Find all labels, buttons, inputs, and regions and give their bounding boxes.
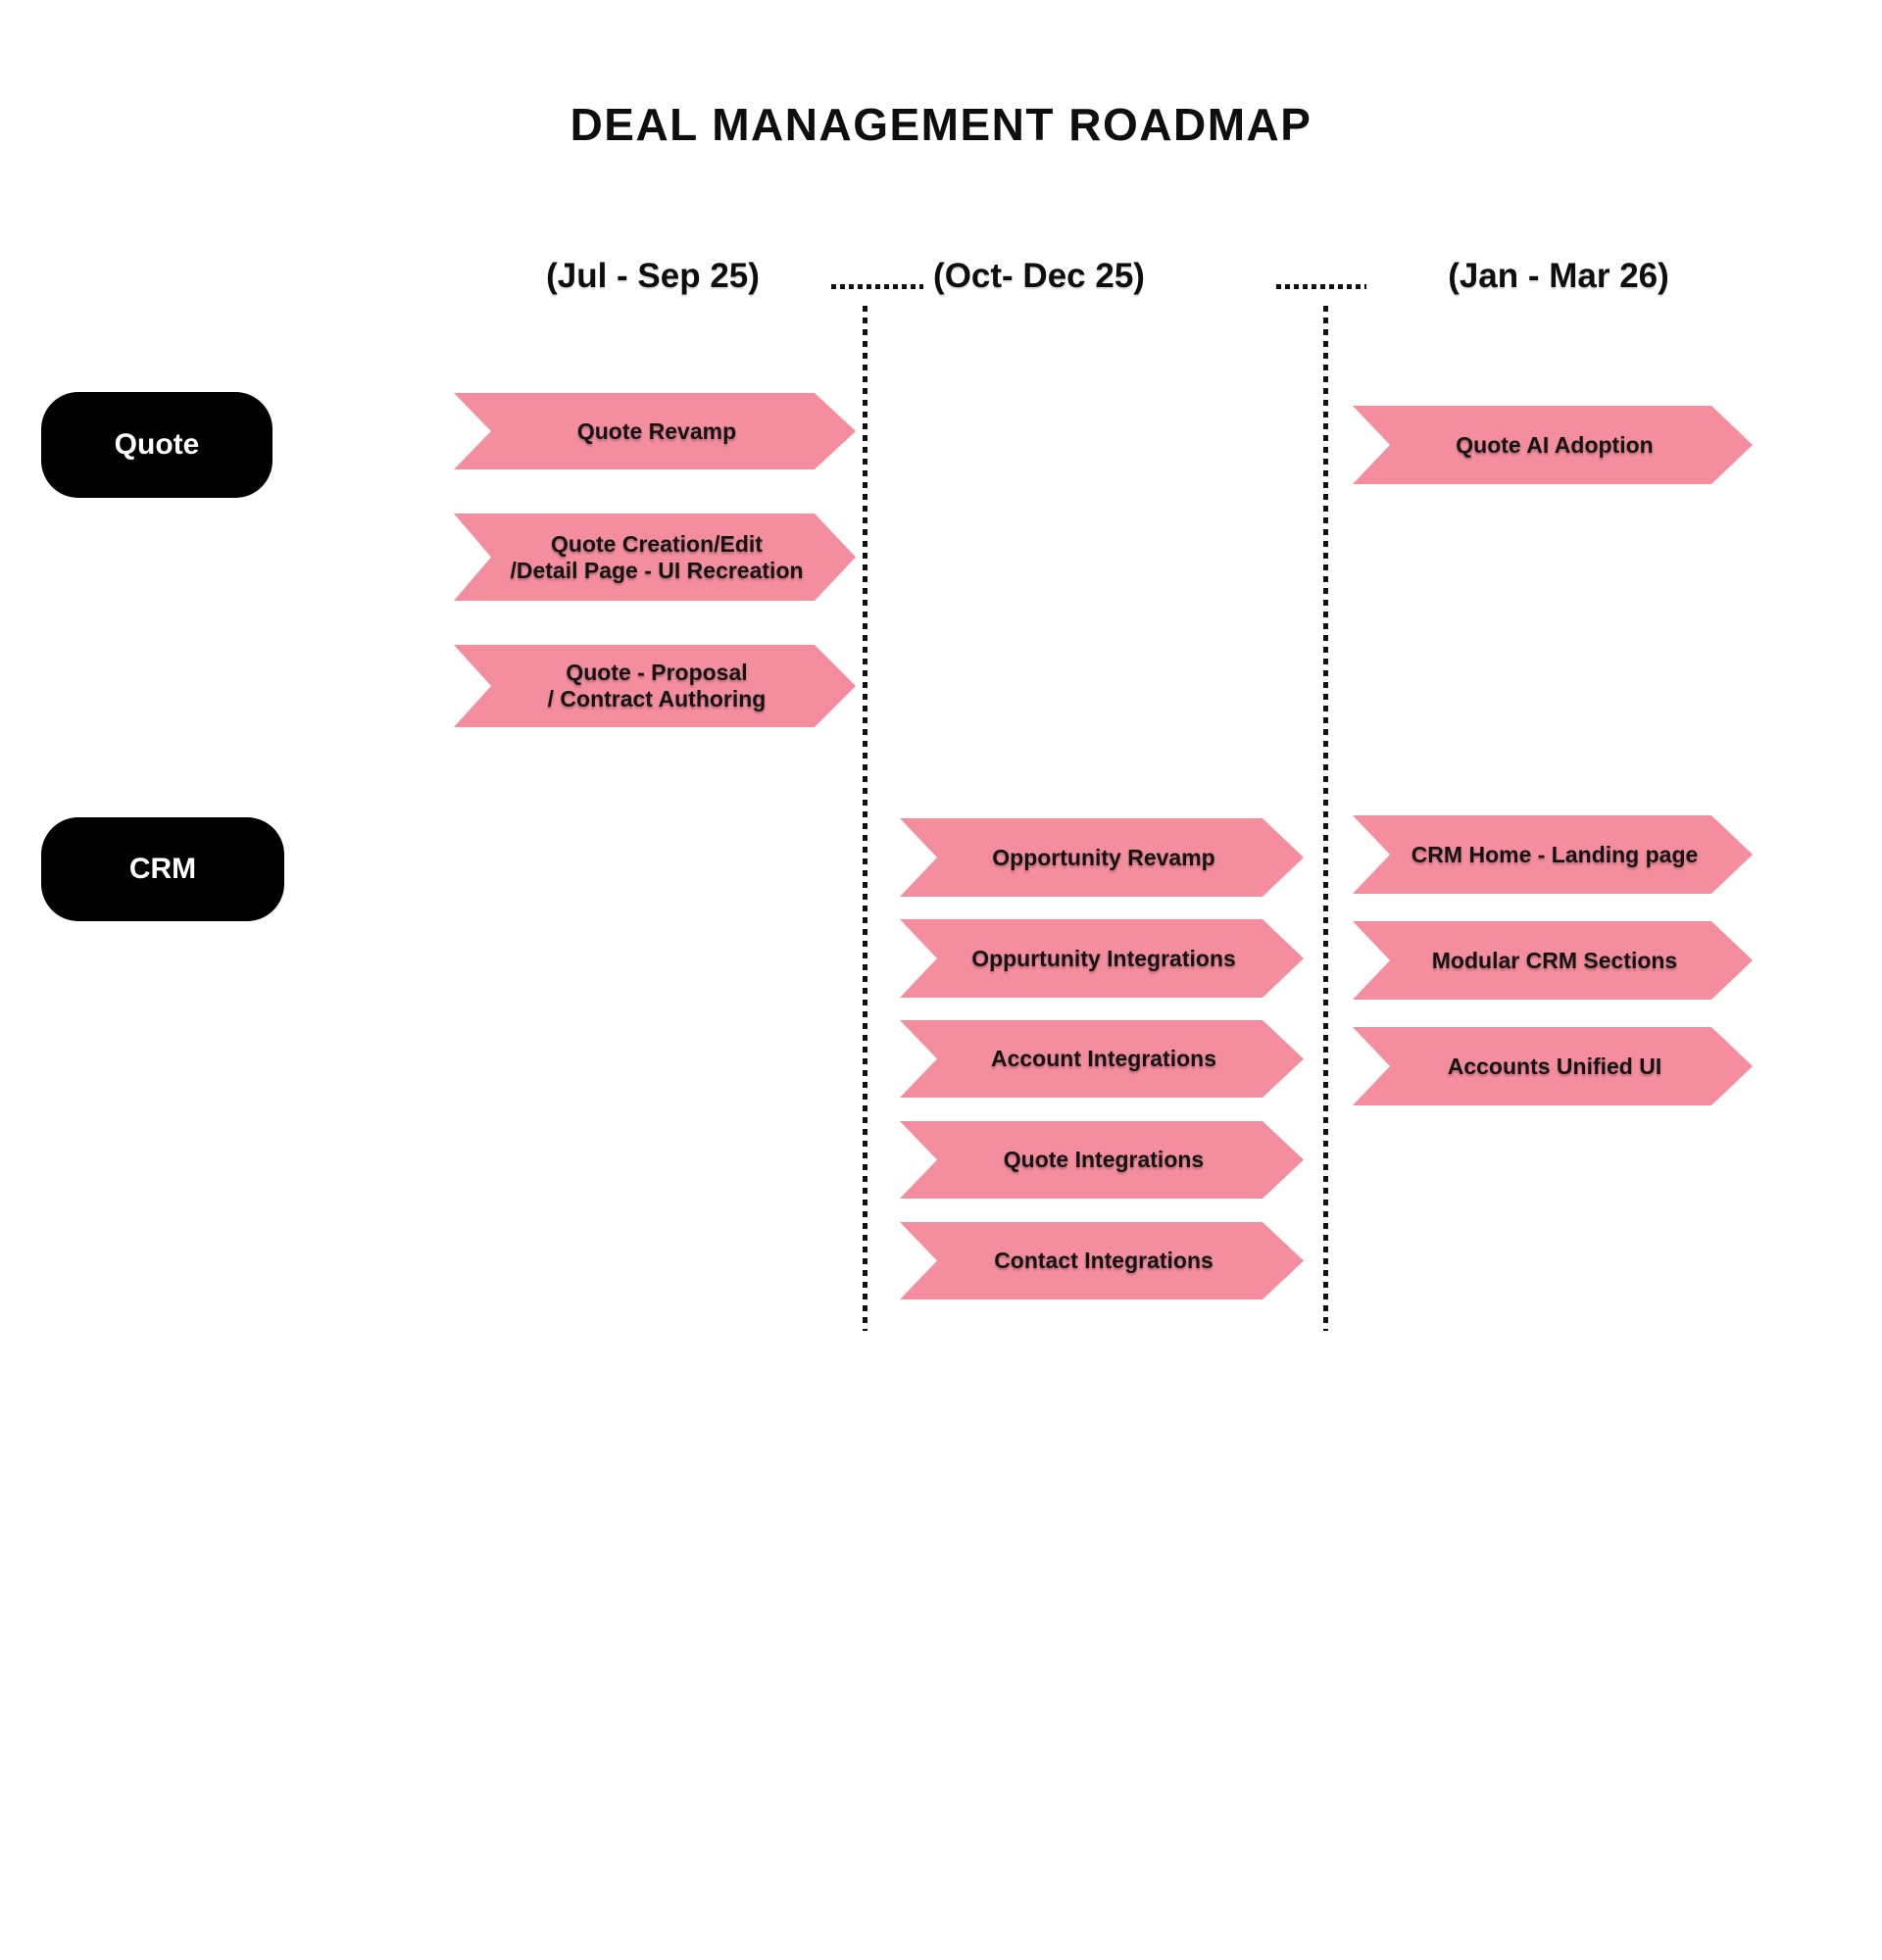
lane-label-quote: Quote: [114, 428, 200, 461]
dotted-connector-1: [831, 284, 923, 289]
task-arrow-accounts-unified-ui: Accounts Unified UI: [1353, 1027, 1753, 1105]
task-arrow-quote-proposal-contract: Quote - Proposal / Contract Authoring: [454, 645, 856, 727]
task-arrow-quote-ai-adoption: Quote AI Adoption: [1353, 406, 1753, 484]
task-label: Quote - Proposal: [566, 660, 748, 685]
dotted-connector-2: [1276, 284, 1366, 289]
task-arrow-contact-integrations: Contact Integrations: [900, 1222, 1304, 1299]
column-header-q2: (Oct- Dec 25): [933, 257, 1145, 295]
lane-pill-quote: Quote: [41, 392, 272, 498]
task-arrow-opportunity-revamp: Opportunity Revamp: [900, 818, 1304, 897]
task-label: Account Integrations: [990, 1046, 1216, 1071]
column-header-q1: (Jul - Sep 25): [546, 257, 760, 295]
task-label: / Contract Authoring: [547, 686, 767, 711]
page-title: DEAL MANAGEMENT ROADMAP: [570, 99, 1312, 150]
task-arrow-account-integrations: Account Integrations: [900, 1020, 1304, 1098]
task-label: /Detail Page - UI Recreation: [510, 557, 804, 583]
task-arrow-opportunity-integrations: Oppurtunity Integrations: [900, 919, 1304, 998]
task-arrow-crm-home-landing-page: CRM Home - Landing page: [1353, 815, 1753, 894]
task-label: Quote AI Adoption: [1456, 431, 1654, 458]
task-label: Quote Creation/Edit: [551, 530, 763, 557]
task-arrow-modular-crm-sections: Modular CRM Sections: [1353, 921, 1753, 1000]
task-label: Accounts Unified UI: [1447, 1053, 1662, 1079]
task-label: Quote Integrations: [1003, 1147, 1205, 1172]
timeline-divider-2: [1323, 306, 1328, 1331]
task-label: Quote Revamp: [576, 417, 737, 444]
column-header-q3: (Jan - Mar 26): [1448, 257, 1669, 295]
task-arrow-quote-creation-edit: Quote Creation/Edit /Detail Page - UI Re…: [454, 514, 856, 601]
task-label: Oppurtunity Integrations: [971, 945, 1236, 971]
task-label: Opportunity Revamp: [992, 844, 1215, 870]
task-arrow-quote-integrations: Quote Integrations: [900, 1121, 1304, 1199]
task-arrow-quote-revamp: Quote Revamp: [454, 393, 856, 469]
lane-label-crm: CRM: [128, 853, 197, 885]
timeline-divider-1: [863, 306, 867, 1331]
task-label: Modular CRM Sections: [1431, 947, 1678, 973]
task-label: Contact Integrations: [994, 1248, 1213, 1273]
lane-pill-crm: CRM: [41, 817, 284, 921]
task-label: CRM Home - Landing page: [1411, 841, 1699, 867]
